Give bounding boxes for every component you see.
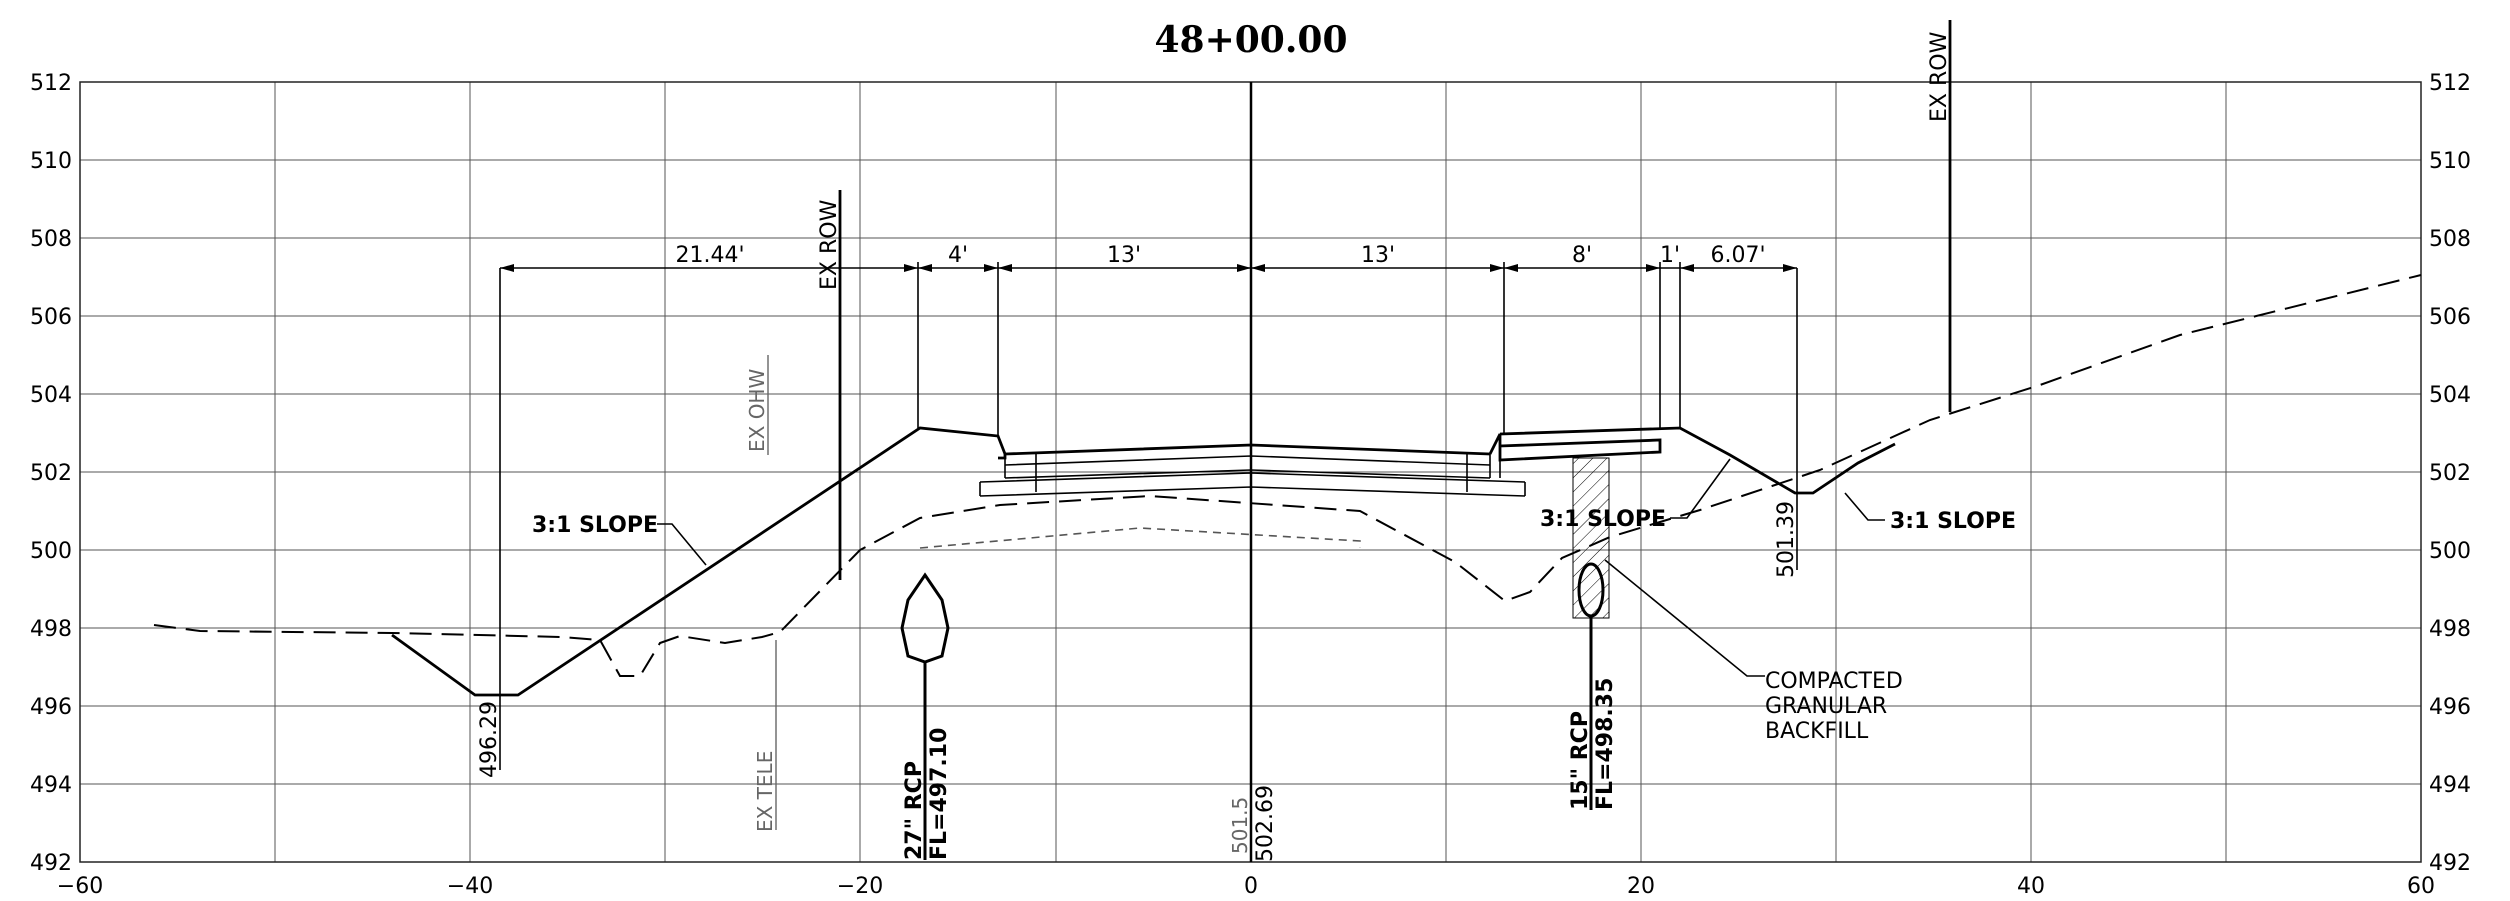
dim-label: 13' bbox=[1107, 243, 1141, 268]
y-tick-label: 494 bbox=[2429, 773, 2471, 798]
x-tick-label: −60 bbox=[57, 874, 103, 899]
dim-label: 4' bbox=[948, 243, 968, 268]
dim-label: 21.44' bbox=[675, 243, 744, 268]
backfill-label-line2: GRANULAR bbox=[1765, 694, 1887, 719]
ex-row-label-left: EX ROW bbox=[817, 199, 842, 290]
y-tick-label: 510 bbox=[30, 149, 72, 174]
pipe-right bbox=[1577, 562, 1605, 810]
section-title: 48+00.00 bbox=[1155, 19, 1348, 61]
backfill-label-line3: BACKFILL bbox=[1765, 719, 1869, 744]
y-tick-label: 512 bbox=[2429, 71, 2471, 96]
proposed-centerline-elevation: 502.69 bbox=[1253, 785, 1278, 862]
ex-tele-label: EX TELE bbox=[753, 751, 777, 832]
backfill-label-line1: COMPACTED bbox=[1765, 669, 1903, 694]
proposed-left-slope bbox=[391, 426, 1007, 697]
slope-right-leader bbox=[1844, 492, 1885, 521]
pipe-right-size-label: 15" RCP bbox=[1568, 711, 1593, 810]
y-tick-label: 508 bbox=[30, 227, 72, 252]
y-tick-label: 504 bbox=[30, 383, 72, 408]
y-tick-label: 498 bbox=[2429, 617, 2471, 642]
pavement-section bbox=[979, 433, 1662, 497]
y-tick-label: 496 bbox=[2429, 695, 2471, 720]
y-tick-label: 512 bbox=[30, 71, 72, 96]
pipe-right-flowline-label: FL=498.35 bbox=[1593, 678, 1618, 810]
y-tick-label: 500 bbox=[2429, 539, 2471, 564]
x-axis-labels: −60 −40 −20 0 20 40 60 bbox=[57, 874, 2435, 899]
y-tick-label: 502 bbox=[2429, 461, 2471, 486]
x-tick-label: 40 bbox=[2017, 874, 2045, 899]
x-tick-label: 60 bbox=[2407, 874, 2435, 899]
dim-label: 6.07' bbox=[1710, 243, 1765, 268]
y-tick-label: 494 bbox=[30, 773, 72, 798]
slope-mid-label: 3:1 SLOPE bbox=[1540, 507, 1666, 532]
y-tick-label: 506 bbox=[2429, 305, 2471, 330]
slope-right-label: 3:1 SLOPE bbox=[1890, 509, 2016, 534]
y-tick-label: 502 bbox=[30, 461, 72, 486]
pipe-left bbox=[900, 572, 950, 860]
elevation-label-right: 501.39 bbox=[1774, 501, 1799, 578]
y-tick-label: 492 bbox=[2429, 851, 2471, 876]
y-tick-label: 510 bbox=[2429, 149, 2471, 174]
existing-centerline-elevation: 501.5 bbox=[1228, 797, 1252, 854]
y-tick-label: 506 bbox=[30, 305, 72, 330]
y-tick-label: 508 bbox=[2429, 227, 2471, 252]
grid bbox=[79, 81, 2422, 863]
existing-subgrade-line bbox=[919, 527, 1361, 549]
pipe-left-size-label: 27" RCP bbox=[902, 761, 927, 860]
pipe-left-flowline-label: FL=497.10 bbox=[927, 728, 952, 860]
ex-ohw-label: EX OHW bbox=[745, 369, 769, 452]
y-tick-label: 492 bbox=[30, 851, 72, 876]
ex-row-label-right: EX ROW bbox=[1927, 31, 1952, 122]
slope-mid-leader bbox=[1670, 458, 1731, 519]
y-tick-label: 498 bbox=[30, 617, 72, 642]
slope-left-leader bbox=[657, 523, 707, 566]
elevation-label-left: 496.29 bbox=[477, 701, 502, 778]
x-tick-label: −20 bbox=[837, 874, 883, 899]
y-tick-label: 496 bbox=[30, 695, 72, 720]
y-tick-label: 500 bbox=[30, 539, 72, 564]
x-tick-label: −40 bbox=[447, 874, 493, 899]
backfill-leader bbox=[1604, 559, 1765, 677]
dim-label: 13' bbox=[1361, 243, 1395, 268]
y-axis-labels-left: 512 510 508 506 504 502 500 498 496 494 … bbox=[30, 71, 72, 876]
existing-ground-line bbox=[153, 274, 2422, 677]
y-tick-label: 504 bbox=[2429, 383, 2471, 408]
dim-label: 8' bbox=[1572, 243, 1592, 268]
slope-left-label: 3:1 SLOPE bbox=[532, 513, 658, 538]
dim-label: 1' bbox=[1660, 243, 1680, 268]
y-axis-labels-right: 512 510 508 506 504 502 500 498 496 494 … bbox=[2429, 71, 2471, 876]
dimension-string bbox=[500, 262, 1797, 445]
x-tick-label: 0 bbox=[1244, 874, 1258, 899]
x-tick-label: 20 bbox=[1627, 874, 1655, 899]
